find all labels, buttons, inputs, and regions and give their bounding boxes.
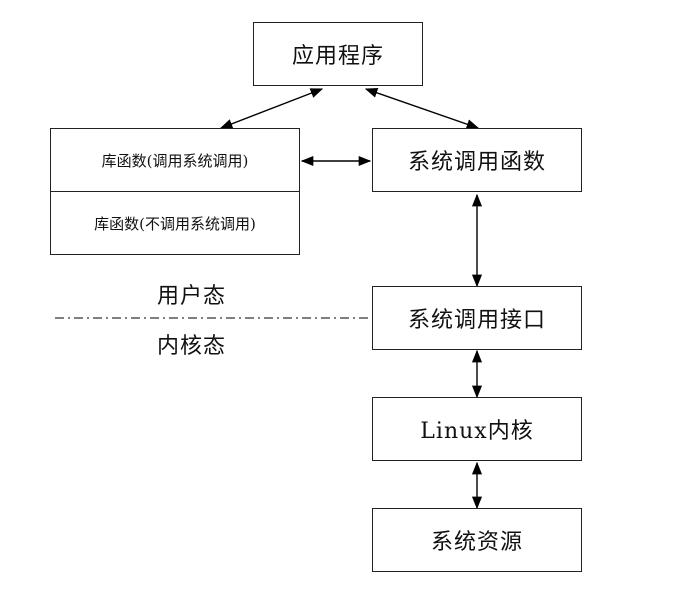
- node-syscall-interface-label: 系统调用接口: [407, 308, 546, 333]
- node-application-label: 应用程序: [291, 44, 384, 69]
- node-system-resources: 系统资源: [372, 508, 582, 572]
- node-linux-kernel-label: Linux内核: [420, 419, 534, 444]
- kernel-mode-label: 内核态: [157, 334, 227, 359]
- edge-app-lib: [219, 88, 324, 129]
- node-syscall-function-label: 系统调用函数: [407, 150, 546, 175]
- node-library-nosyscall: 库函数(不调用系统调用): [50, 191, 300, 255]
- node-linux-kernel: Linux内核: [372, 397, 582, 461]
- edge-app-syscall-func: [364, 87, 480, 130]
- node-application: 应用程序: [253, 22, 423, 86]
- node-syscall-interface: 系统调用接口: [372, 286, 582, 350]
- node-library-syscall: 库函数(调用系统调用): [50, 128, 300, 192]
- node-syscall-function: 系统调用函数: [372, 128, 582, 192]
- node-system-resources-label: 系统资源: [430, 530, 523, 555]
- user-mode-label: 用户态: [157, 284, 227, 309]
- node-library-nosyscall-label: 库函数(不调用系统调用): [94, 214, 256, 233]
- node-library-syscall-label: 库函数(调用系统调用): [101, 151, 249, 170]
